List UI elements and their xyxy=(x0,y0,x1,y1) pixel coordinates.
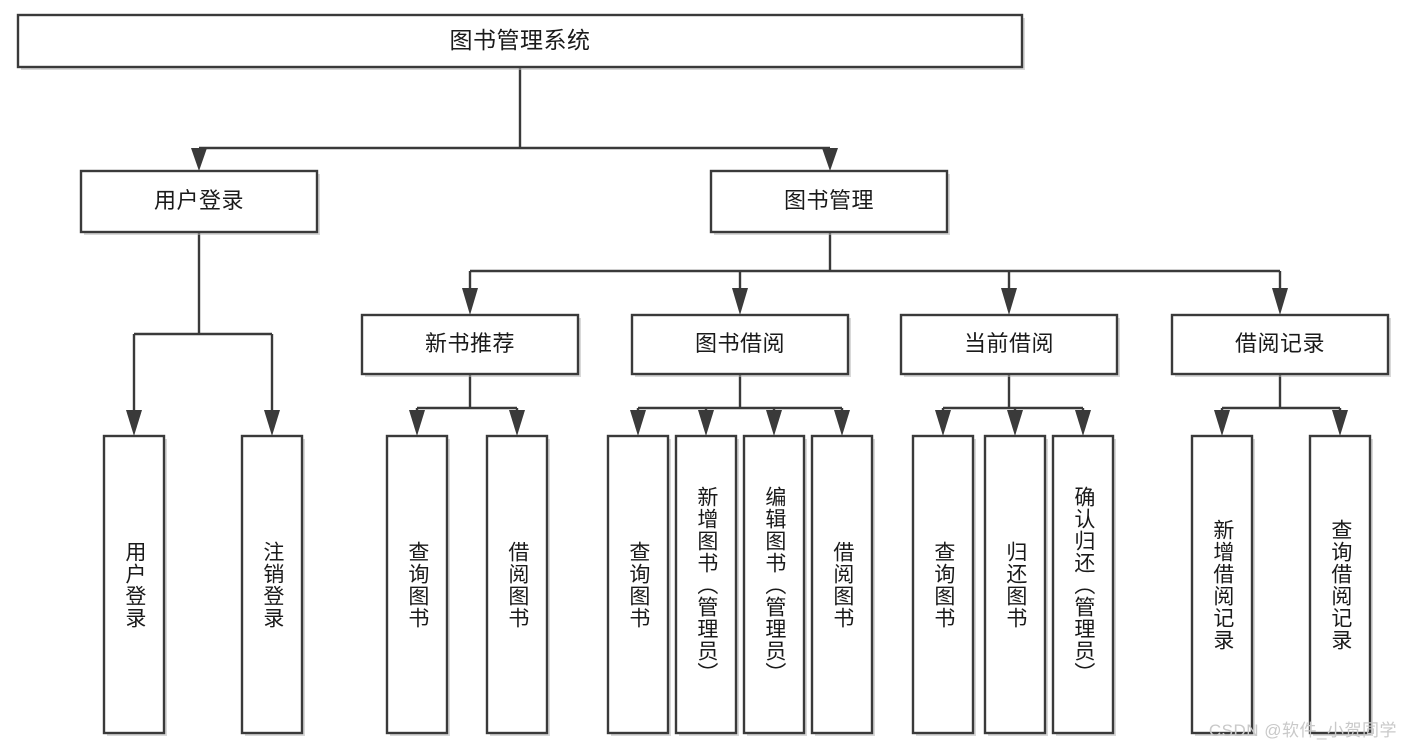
arrow-head-borrow-record xyxy=(1272,288,1288,315)
node-box-new-book-rec[interactable] xyxy=(360,313,580,376)
node-box-leaf-confirm-return-admin[interactable] xyxy=(1051,434,1115,735)
arrow-head-book-borrow xyxy=(732,288,748,315)
node-box-leaf-query-book-borrow[interactable] xyxy=(606,434,670,735)
node-box-leaf-borrow-book-rec[interactable] xyxy=(485,434,549,735)
node-box-leaf-borrow-book[interactable] xyxy=(810,434,874,735)
arrow-head-new-book-rec xyxy=(462,288,478,315)
connector-group xyxy=(126,67,1348,436)
node-box-book-borrow[interactable] xyxy=(630,313,850,376)
arrow-head-leaf-query-book-rec xyxy=(409,410,425,436)
node-box-leaf-return-book[interactable] xyxy=(983,434,1047,735)
node-box-leaf-add-book-admin[interactable] xyxy=(674,434,738,735)
arrow-head-user-login xyxy=(191,148,207,171)
node-shapes-group xyxy=(16,13,1391,736)
node-box-leaf-logout[interactable] xyxy=(240,434,304,735)
arrow-head-leaf-borrow-book-rec xyxy=(509,410,525,436)
arrow-head-leaf-borrow-book xyxy=(834,410,850,436)
node-box-current-borrow[interactable] xyxy=(899,313,1119,376)
node-box-leaf-query-book-rec[interactable] xyxy=(385,434,449,735)
node-box-leaf-add-borrow-record[interactable] xyxy=(1190,434,1254,735)
arrow-head-leaf-return-book xyxy=(1007,410,1023,436)
arrow-head-leaf-add-book-admin xyxy=(698,410,714,436)
arrow-head-leaf-add-borrow-record xyxy=(1214,410,1230,436)
node-box-leaf-edit-book-admin[interactable] xyxy=(742,434,806,735)
arrow-head-leaf-query-book-borrow xyxy=(630,410,646,436)
arrow-head-current-borrow xyxy=(1001,288,1017,315)
arrow-head-leaf-user-login xyxy=(126,410,142,436)
node-box-borrow-record[interactable] xyxy=(1170,313,1390,376)
arrow-head-leaf-logout xyxy=(264,410,280,436)
node-box-root[interactable] xyxy=(16,13,1024,69)
arrow-head-book-manage xyxy=(822,148,838,171)
node-box-leaf-user-login[interactable] xyxy=(102,434,166,735)
node-box-leaf-query-borrow-record[interactable] xyxy=(1308,434,1372,735)
arrow-head-leaf-query-book-current xyxy=(935,410,951,436)
arrow-head-leaf-query-borrow-record xyxy=(1332,410,1348,436)
arrow-head-leaf-confirm-return-admin xyxy=(1075,410,1091,436)
arrow-head-leaf-edit-book-admin xyxy=(766,410,782,436)
node-box-user-login[interactable] xyxy=(79,169,319,234)
node-box-book-manage[interactable] xyxy=(709,169,949,234)
node-box-leaf-query-book-current[interactable] xyxy=(911,434,975,735)
